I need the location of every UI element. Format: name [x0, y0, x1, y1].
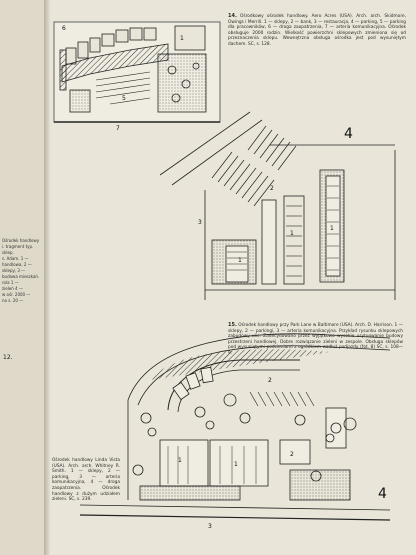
label-fig15-supply: 4 — [344, 126, 353, 142]
label-fig16-artery: 3 — [208, 523, 212, 530]
label-fig16-parking: 2 — [290, 451, 294, 458]
left-text-fragment: Ośrodek handlowy i. tragment typ. sklep.… — [2, 238, 40, 303]
label-fig14-road: 7 — [116, 125, 120, 132]
left-page: Ośrodek handlowy i. tragment typ. sklep.… — [0, 0, 47, 555]
label-fig16-shop-a: 1 — [178, 457, 182, 464]
caption-fig16: Ośrodek handlowy Linda Vista (USA). Arch… — [52, 458, 120, 503]
label-fig15-shop-b: 1 — [290, 230, 294, 237]
left-page-number: 12. — [3, 354, 13, 361]
plan-fig14 — [53, 21, 221, 123]
book-spine — [44, 0, 50, 555]
label-fig16-parking-b: 2 — [268, 377, 272, 384]
label-fig15-artery: 3 — [198, 219, 202, 226]
caption-fig14: 14. Ośrodkowy ośrodek handlowy. Aero Acr… — [228, 13, 406, 47]
label-fig15-shop-a: 1 — [238, 257, 242, 264]
plan-fig15 — [159, 111, 396, 300]
label-fig14-shop: 1 — [180, 35, 184, 42]
label-fig16-supply: 4 — [378, 486, 387, 502]
plan-fig16 — [79, 333, 391, 521]
label-fig14-parking: 5 — [122, 95, 126, 102]
label-fig15-parking: 2 — [270, 185, 274, 192]
label-fig16-shop-b: 1 — [234, 461, 238, 468]
label-fig15-shop-c: 1 — [330, 225, 334, 232]
label-fig14-supply: 6 — [62, 25, 66, 32]
